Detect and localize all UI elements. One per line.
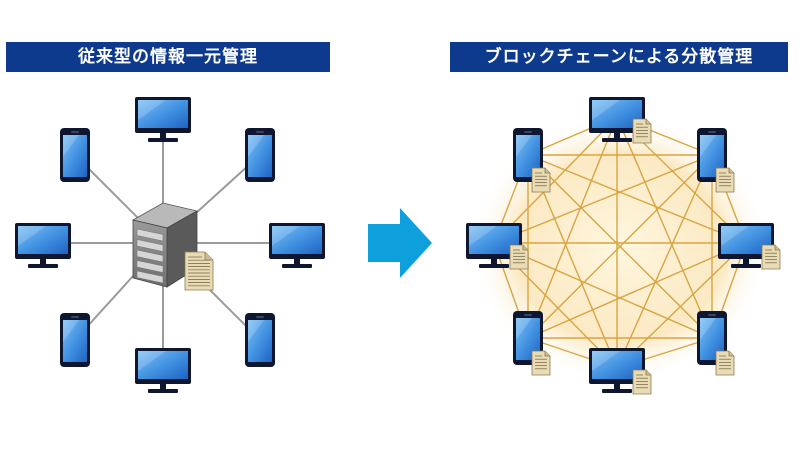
- node-lower-right-document-icon: [715, 350, 735, 376]
- mesh-line: [527, 154, 747, 244]
- node-right-document-icon: [761, 244, 781, 270]
- monitor-top-icon: [135, 97, 191, 142]
- node-lower-right-phone-icon: [697, 311, 727, 365]
- phone-upper-right-icon: [245, 128, 275, 182]
- monitor-bottom-icon: [135, 348, 191, 393]
- node-top-monitor-icon: [589, 97, 645, 142]
- phone-lower-left-icon: [60, 313, 90, 367]
- traditional-devices: [15, 97, 325, 393]
- mesh-line: [493, 242, 713, 339]
- server-icon: [131, 202, 214, 291]
- node-upper-right-document-icon: [715, 167, 735, 193]
- phone-upper-left-icon: [60, 128, 90, 182]
- mesh-line: [616, 116, 713, 339]
- monitor-left-icon: [15, 223, 71, 268]
- node-left-document-icon: [509, 244, 529, 270]
- mesh-line: [527, 154, 713, 339]
- node-right-monitor-icon: [718, 223, 774, 268]
- blockchain-title: ブロックチェーンによる分散管理: [450, 42, 788, 72]
- node-top-document-icon: [632, 118, 652, 144]
- mesh-line: [493, 154, 713, 244]
- traditional-title: 従来型の情報一元管理: [6, 42, 330, 72]
- mesh-line: [527, 116, 618, 339]
- node-upper-left-document-icon: [531, 167, 551, 193]
- monitor-right-icon: [269, 223, 325, 268]
- node-bottom-monitor-icon: [589, 348, 645, 393]
- mesh-line: [616, 242, 747, 369]
- server-document-icon: [184, 251, 214, 291]
- node-lower-left-document-icon: [531, 350, 551, 376]
- node-left-monitor-icon: [466, 223, 522, 268]
- phone-lower-right-icon: [245, 313, 275, 367]
- mesh-line: [493, 116, 618, 244]
- node-bottom-document-icon: [632, 369, 652, 395]
- mesh-line: [527, 242, 747, 339]
- blockchain-nodes: [466, 97, 781, 395]
- mesh-line: [616, 154, 713, 369]
- right-arrow-icon: [368, 208, 432, 278]
